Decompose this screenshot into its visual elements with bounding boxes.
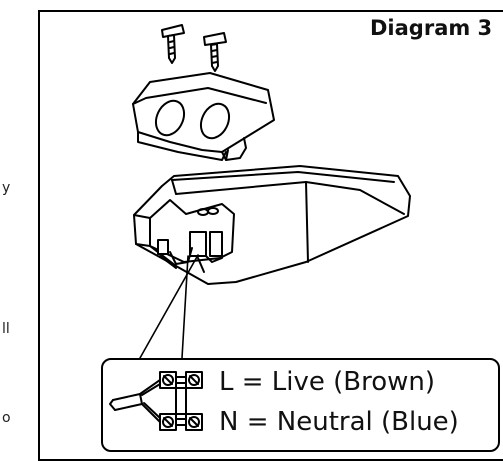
diagram-frame: [38, 10, 503, 461]
diagram-title: Diagram 3: [370, 16, 493, 40]
cable-icon: [109, 379, 161, 423]
neutral-wire-label: N = Neutral (Blue): [219, 407, 459, 437]
driver-housing-icon: [133, 165, 411, 285]
page-text-fragment: ll: [2, 321, 10, 337]
live-wire-label: L = Live (Brown): [219, 367, 436, 397]
page-text-fragment: o: [2, 410, 11, 426]
screw-icon: [161, 24, 185, 64]
terminal-cover-icon: [132, 72, 275, 161]
page-text-fragment: y: [2, 180, 11, 196]
screw-icon: [203, 32, 227, 72]
wiring-legend-box: [101, 358, 500, 452]
